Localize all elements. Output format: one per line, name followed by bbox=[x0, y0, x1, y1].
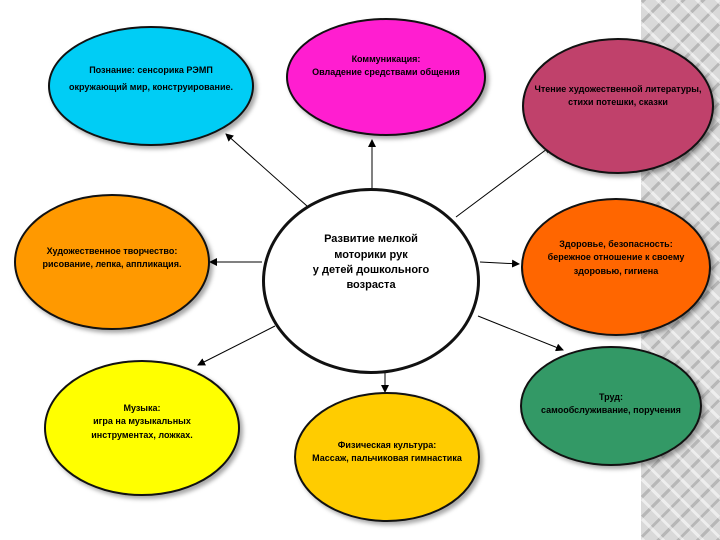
physical-line: Массаж, пальчиковая гимнастика bbox=[312, 453, 462, 463]
art-line: рисование, лепка, аппликация. bbox=[42, 259, 182, 269]
cognition-text: Познание: сенсорика РЭМП окружающий мир,… bbox=[65, 64, 237, 94]
art-text: Художественное творчество: рисование, ле… bbox=[39, 245, 186, 271]
health-node: Здоровье, безопасность: бережное отношен… bbox=[521, 198, 711, 336]
communication-node: Коммуникация: Овладение средствами общен… bbox=[286, 18, 486, 136]
arrow-to-cognition bbox=[225, 133, 308, 207]
arrow-to-music bbox=[197, 325, 276, 366]
cognition-line: окружающий мир, конструирование. bbox=[68, 82, 234, 92]
arrow-to-reading bbox=[455, 145, 552, 218]
health-text: Здоровье, безопасность: бережное отношен… bbox=[544, 238, 689, 277]
labor-node: Труд: самообслуживание, поручения bbox=[520, 346, 702, 466]
cognition-node: Познание: сенсорика РЭМП окружающий мир,… bbox=[48, 26, 254, 146]
central-topic-text: Развитие мелкой моторики рук у детей дош… bbox=[309, 232, 433, 294]
music-line: Музыка: bbox=[123, 403, 161, 414]
physical-node: Физическая культура: Массаж, пальчиковая… bbox=[294, 392, 480, 522]
reading-text: Чтение художественной литературы, стихи … bbox=[531, 83, 706, 109]
physical-text: Физическая культура: Массаж, пальчиковая… bbox=[308, 439, 466, 465]
art-node: Художественное творчество: рисование, ле… bbox=[14, 194, 210, 330]
labor-line: самообслуживание, поручения bbox=[541, 405, 681, 415]
music-node: Музыка: игра на музыкальных инструментах… bbox=[44, 360, 240, 496]
communication-text: Коммуникация: Овладение средствами общен… bbox=[308, 53, 464, 79]
reading-node: Чтение художественной литературы, стихи … bbox=[522, 38, 714, 174]
reading-line: Чтение художественной литературы, bbox=[534, 83, 702, 94]
music-text: Музыка: игра на музыкальных инструментах… bbox=[87, 402, 197, 441]
communication-line: Овладение средствами общения bbox=[312, 67, 460, 77]
physical-line: Физическая культура: bbox=[337, 439, 437, 450]
labor-text: Труд: самообслуживание, поручения bbox=[537, 391, 685, 417]
reading-line: стихи потешки, сказки bbox=[568, 97, 668, 107]
cognition-line: Познание: сенсорика РЭМП bbox=[89, 64, 213, 75]
communication-line: Коммуникация: bbox=[351, 53, 421, 64]
health-line: здоровью, гигиена bbox=[573, 265, 659, 276]
art-line: Художественное творчество: bbox=[46, 245, 178, 256]
central-topic-line: возраста bbox=[346, 279, 396, 292]
health-line: Здоровье, безопасность: bbox=[559, 239, 673, 250]
labor-line: Труд: bbox=[598, 391, 624, 402]
central-topic-line: у детей дошкольного bbox=[312, 264, 430, 276]
arrow-to-health bbox=[479, 259, 520, 268]
music-line: игра на музыкальных bbox=[93, 416, 191, 427]
central-topic-node: Развитие мелкой моторики рук у детей дош… bbox=[262, 188, 480, 374]
arrow-to-labor bbox=[477, 315, 564, 352]
music-line: инструментах, ложках. bbox=[91, 429, 193, 440]
central-topic-line: моторики рук bbox=[334, 248, 408, 261]
health-line: бережное отношение к своему bbox=[547, 252, 685, 263]
central-topic-line: Развитие мелкой bbox=[324, 233, 418, 246]
